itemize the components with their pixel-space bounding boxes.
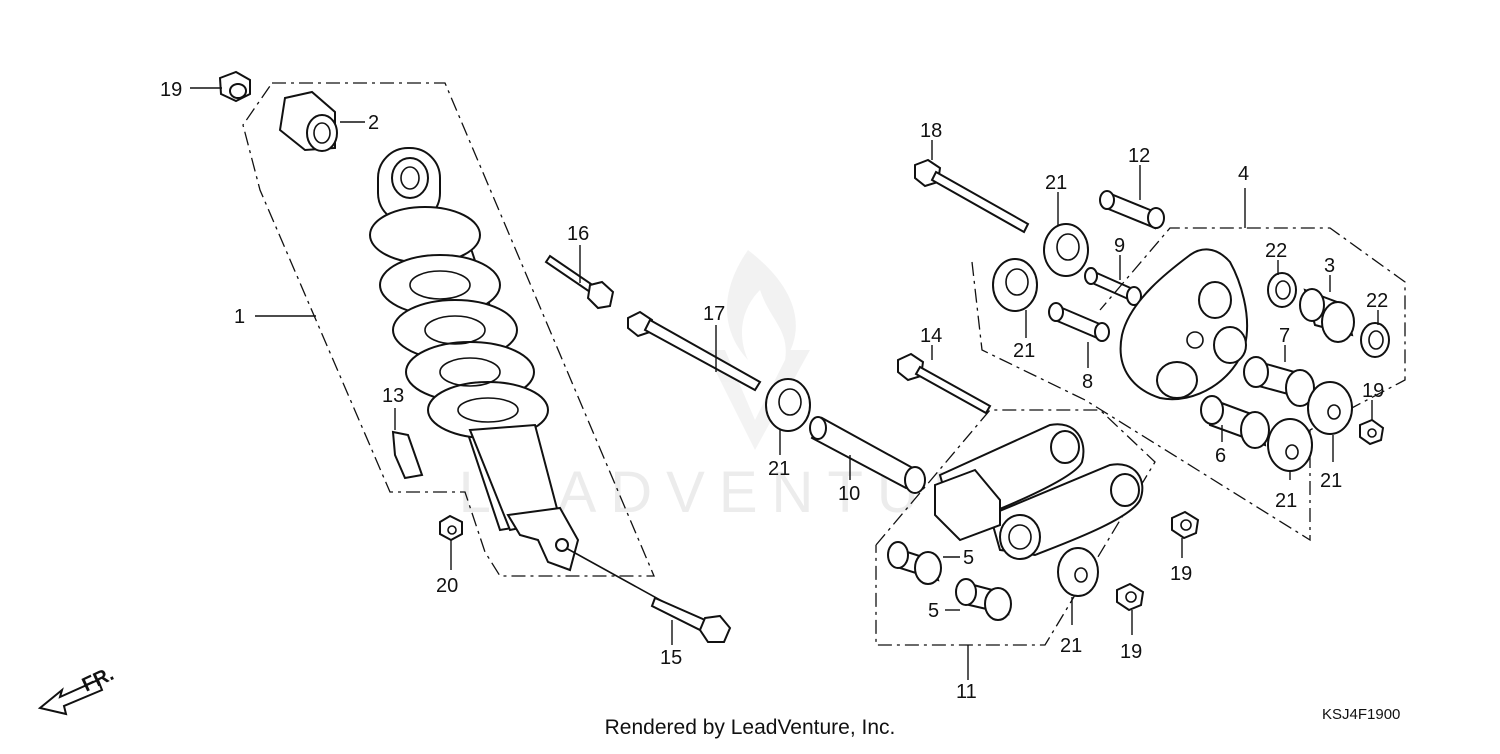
callout-13[interactable]: 13 [382,385,404,407]
callout-19[interactable]: 19 [1362,380,1384,402]
callout-22[interactable]: 22 [1265,240,1287,262]
part-21-collar-c[interactable] [992,258,1038,312]
callout-11[interactable]: 11 [956,681,977,703]
callout-5[interactable]: 5 [963,547,974,569]
part-21-collar-a[interactable] [765,378,811,432]
callout-6[interactable]: 6 [1215,445,1226,467]
callout-7[interactable]: 7 [1279,325,1290,347]
part-18-bolt[interactable] [914,158,1030,234]
part-19-nut-right[interactable] [1359,418,1385,446]
callout-16[interactable]: 16 [567,223,589,245]
part-17-long-bolt[interactable] [627,310,762,392]
part-12-collar[interactable] [1099,190,1165,230]
shock-assembly-outline [242,82,655,577]
link-assembly-outline [971,227,1406,542]
callout-21[interactable]: 21 [1060,635,1082,657]
part-19-nut-top[interactable] [218,70,251,103]
part-21-collar-d[interactable] [1267,418,1313,472]
part-2-bushing[interactable] [278,90,338,152]
part-9-collar[interactable] [1084,267,1142,306]
callout-2[interactable]: 2 [368,112,379,134]
callout-17[interactable]: 17 [703,303,725,325]
part-11-shock-arm[interactable] [934,423,1144,560]
part-4-shock-link[interactable] [1119,248,1249,401]
part-19-nut-bottom[interactable] [1116,582,1145,612]
callout-19[interactable]: 19 [1120,641,1142,663]
part-16-bolt[interactable] [544,254,615,310]
callout-21[interactable]: 21 [1045,172,1067,194]
part-15-bolt[interactable] [565,547,732,643]
part-21-collar-e[interactable] [1307,381,1353,435]
part-5-collar-a[interactable] [887,541,942,585]
callout-21[interactable]: 21 [768,458,790,480]
part-8-collar[interactable] [1048,302,1110,342]
callout-10[interactable]: 10 [838,483,860,505]
render-credit: Rendered by LeadVenture, Inc. [604,716,896,739]
callout-22[interactable]: 22 [1366,290,1388,312]
part-5-collar-b[interactable] [955,578,1012,621]
callout-21[interactable]: 21 [1275,490,1297,512]
callout-9[interactable]: 9 [1114,235,1125,257]
callout-12[interactable]: 12 [1128,145,1150,167]
callout-5[interactable]: 5 [928,600,939,622]
part-21-collar-b[interactable] [1043,223,1089,277]
arm-assembly-outline [875,409,1156,646]
part-13-label[interactable] [391,430,424,480]
part-6-collar[interactable] [1200,395,1270,449]
callout-14[interactable]: 14 [920,325,942,347]
callout-19[interactable]: 19 [160,79,182,101]
part-14-bolt[interactable] [897,352,992,415]
part-10-collar-pipe[interactable] [809,416,926,494]
part-19-nut-mid[interactable] [1171,510,1200,540]
callout-1[interactable]: 1 [234,306,245,328]
callout-20[interactable]: 20 [436,575,458,597]
part-7-collar[interactable] [1243,356,1315,407]
part-20-nut[interactable] [439,514,463,542]
callout-19[interactable]: 19 [1170,563,1192,585]
part-3-bearing[interactable] [1299,288,1355,343]
part-22-seal-a[interactable] [1267,272,1297,308]
front-direction-arrow-icon [37,678,104,716]
part-1-rear-shock[interactable] [369,147,580,572]
callout-21[interactable]: 21 [1013,340,1035,362]
diagram-code: KSJ4F1900 [1322,706,1401,723]
callout-18[interactable]: 18 [920,120,942,142]
callout-labels: 19 2 1 13 20 16 17 15 21 10 18 21 12 9 2… [160,79,1388,703]
callout-3[interactable]: 3 [1324,255,1335,277]
callout-21[interactable]: 21 [1320,470,1342,492]
callout-15[interactable]: 15 [660,647,682,669]
callout-4[interactable]: 4 [1238,163,1249,185]
callout-8[interactable]: 8 [1082,371,1093,393]
part-22-seal-b[interactable] [1360,322,1390,358]
part-21-collar-f[interactable] [1057,547,1099,597]
